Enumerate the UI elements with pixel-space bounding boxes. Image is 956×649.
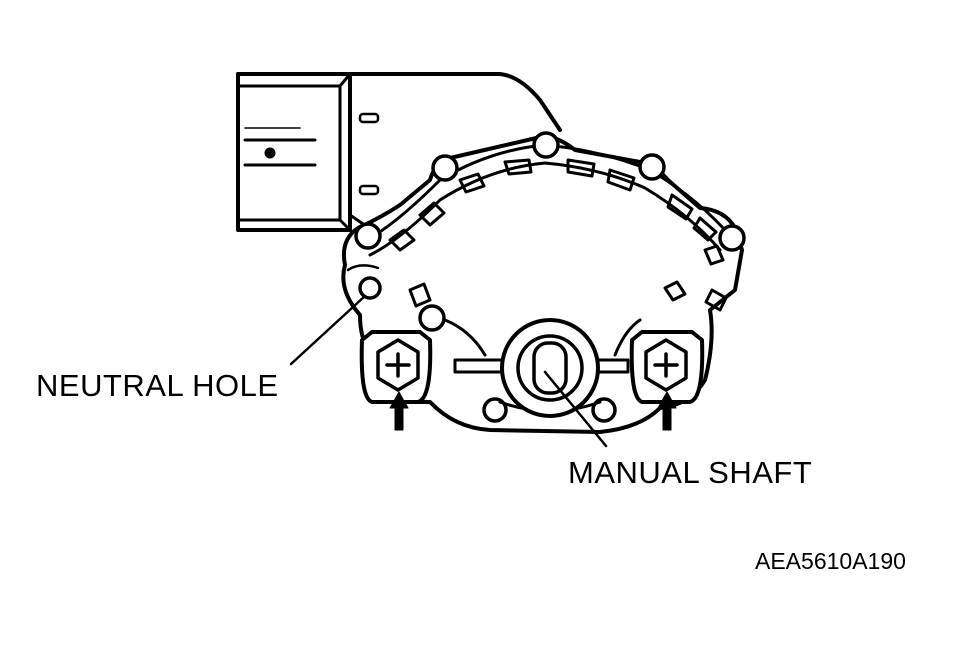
manual-shaft-label: MANUAL SHAFT	[568, 455, 813, 490]
neutral-hole	[346, 264, 382, 300]
neutral-hole-label: NEUTRAL HOLE	[36, 368, 279, 403]
right-arrow-icon	[657, 391, 677, 431]
bolt-arrows	[389, 391, 677, 431]
contact-chain	[368, 143, 734, 240]
left-arrow-icon	[389, 391, 409, 431]
neutral-hole-leader	[289, 294, 367, 366]
right-bolt	[629, 330, 705, 404]
connector-block	[236, 72, 368, 232]
manual-shaft-leader	[543, 370, 608, 448]
figure-code: AEA5610A190	[755, 548, 906, 574]
chain-links	[388, 158, 718, 252]
housing-slots	[358, 112, 380, 196]
roller-pins	[354, 131, 746, 423]
manual-shaft	[500, 318, 600, 418]
housing-top-edge	[236, 72, 562, 132]
left-bolt	[359, 330, 433, 404]
